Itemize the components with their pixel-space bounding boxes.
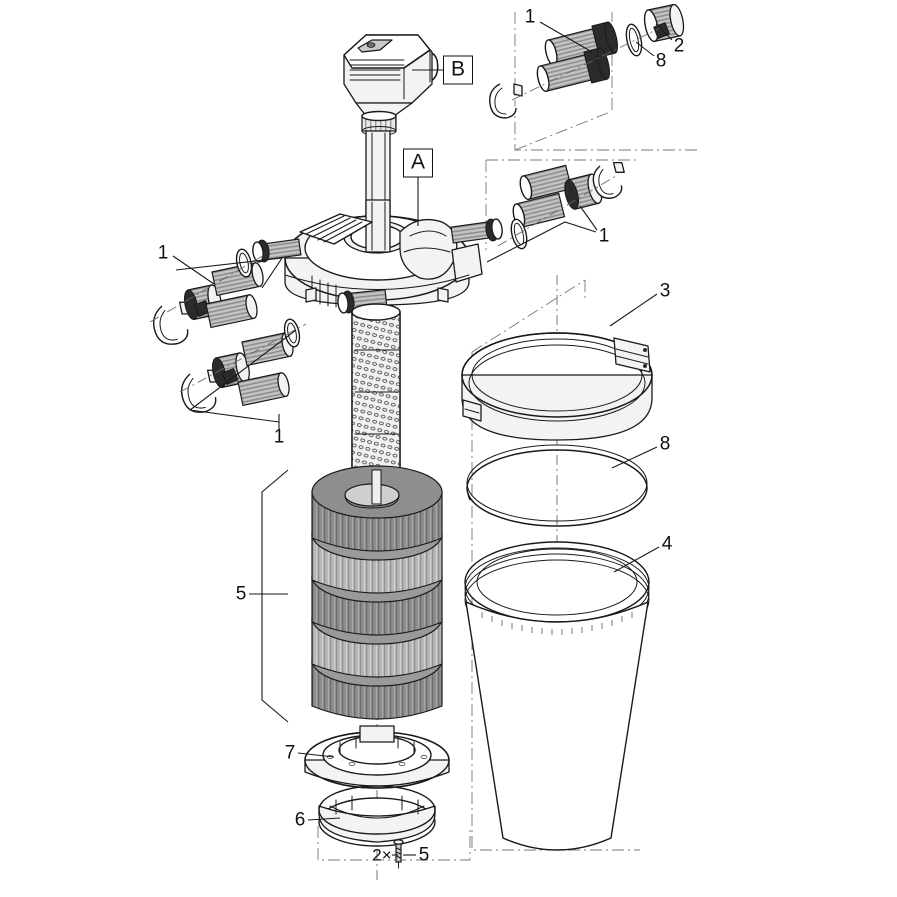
callout-b-1: B (442, 55, 474, 85)
callout-7-12: 7 (284, 742, 296, 764)
head-port-right (450, 218, 503, 244)
connector-group-left-lower (179, 318, 307, 423)
fixing-screw (393, 839, 404, 869)
callout-1-6: 1 (157, 242, 169, 264)
connector-group-right (486, 161, 625, 263)
foam-ring-1 (311, 465, 443, 552)
lower-retaining-ring (318, 785, 436, 847)
callout-1-2: 1 (524, 6, 536, 28)
callout-4-10: 4 (661, 533, 673, 555)
o-ring-seal-large (466, 444, 648, 527)
filter-foam-stack (261, 465, 443, 723)
filter-container (464, 541, 650, 851)
callout-1-5: 1 (598, 225, 610, 247)
callout-1-7: 1 (273, 426, 285, 448)
leader-lines (172, 21, 673, 856)
callout-2-3: 2 (673, 35, 685, 57)
quantity-marker-0: 2× (372, 845, 392, 865)
connector-group-left-upper (149, 248, 284, 345)
callout-3-8: 3 (659, 280, 671, 302)
clamping-ring (461, 332, 653, 441)
foam-holder-plate (304, 725, 450, 789)
connector-group-top-right (489, 3, 685, 119)
filter-head-assembly (252, 199, 503, 314)
callout-6-13: 6 (294, 809, 306, 831)
callout-5-14: 5 (418, 844, 430, 866)
callout-a-0: A (402, 148, 434, 178)
callout-8-4: 8 (655, 50, 667, 72)
callout-5-11: 5 (235, 583, 247, 605)
callout-8-9: 8 (659, 433, 671, 455)
uvc-controller-head (343, 34, 439, 136)
